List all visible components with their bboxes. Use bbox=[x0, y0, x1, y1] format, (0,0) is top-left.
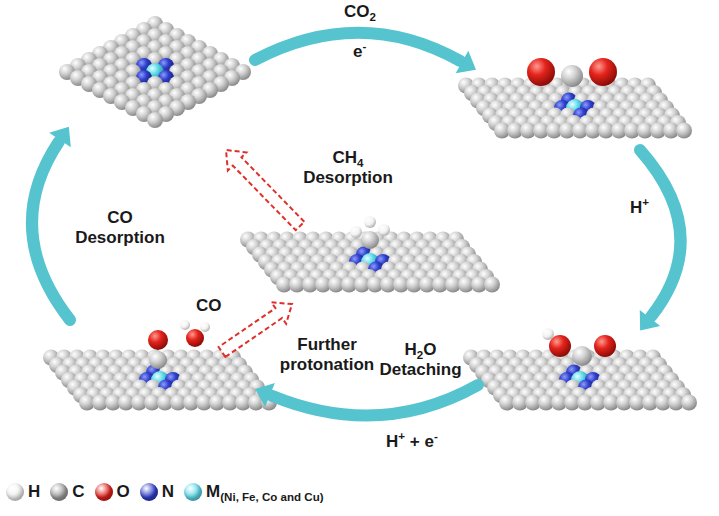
step-label: CH4 Desorption bbox=[298, 148, 398, 187]
arrow-head bbox=[49, 127, 71, 148]
legend-text: C bbox=[72, 482, 84, 502]
legend-text: H bbox=[28, 482, 40, 502]
legend-item: O bbox=[95, 482, 130, 502]
step-label: Further protonation bbox=[272, 335, 382, 374]
step-label: H+ + e- bbox=[386, 432, 438, 452]
legend-text: M(Ni, Fe, Co and Cu) bbox=[206, 482, 323, 502]
dashed-arrow bbox=[226, 150, 304, 230]
cycle-arrow bbox=[640, 150, 681, 316]
legend-swatch bbox=[140, 483, 158, 501]
atom-sphere bbox=[594, 335, 616, 357]
step-label: H2O Detaching bbox=[373, 340, 468, 379]
legend-swatch bbox=[50, 483, 68, 501]
atom-sphere bbox=[561, 65, 583, 87]
cycle-arrow bbox=[255, 33, 460, 61]
atom-sphere bbox=[484, 277, 500, 293]
atom-sphere bbox=[589, 58, 617, 86]
step-label: e- bbox=[353, 42, 366, 62]
atom-sphere bbox=[542, 328, 554, 340]
atom-sphere bbox=[676, 123, 692, 139]
atom-sphere bbox=[147, 112, 163, 128]
graphene-sheet bbox=[59, 16, 251, 128]
arrow-head bbox=[640, 310, 660, 331]
atom-sphere bbox=[148, 330, 168, 350]
legend-text: N bbox=[162, 482, 174, 502]
atom-sphere bbox=[350, 226, 362, 238]
atom-sphere bbox=[186, 329, 204, 347]
legend-swatch bbox=[95, 483, 113, 501]
atom-sphere bbox=[149, 351, 167, 369]
legend-item: C bbox=[50, 482, 84, 502]
atom-sphere bbox=[364, 216, 376, 228]
cycle-arrows bbox=[32, 33, 681, 416]
step-label: H+ bbox=[630, 198, 649, 218]
atom-sphere bbox=[180, 320, 190, 330]
legend-item: M(Ni, Fe, Co and Cu) bbox=[184, 482, 323, 502]
arrow-head bbox=[456, 51, 476, 74]
arrow-head bbox=[255, 383, 275, 407]
legend-swatch bbox=[6, 483, 24, 501]
step-label: CO Desorption bbox=[70, 208, 170, 247]
atom-sphere bbox=[549, 335, 571, 357]
atom-sphere bbox=[527, 58, 555, 86]
atom-sphere bbox=[361, 231, 379, 249]
graphene-sheet bbox=[458, 58, 692, 139]
legend-swatch bbox=[184, 483, 202, 501]
atom-sphere bbox=[200, 322, 210, 332]
step-label: CO bbox=[196, 296, 222, 316]
graphene-sheet bbox=[240, 216, 500, 293]
cycle-arrow bbox=[32, 142, 70, 320]
dashed-arrow bbox=[219, 302, 292, 357]
legend-item: H bbox=[6, 482, 40, 502]
atom-sphere bbox=[681, 395, 697, 411]
step-label: CO2 bbox=[344, 2, 376, 22]
legend-text: O bbox=[117, 482, 130, 502]
legend-item: N bbox=[140, 482, 174, 502]
atom-sphere bbox=[378, 224, 390, 236]
atom-sphere bbox=[572, 346, 592, 366]
graphene-sheets bbox=[43, 16, 697, 411]
legend: H C O N M(Ni, Fe, Co and Cu) bbox=[6, 482, 334, 502]
cycle-arrow bbox=[272, 385, 478, 415]
graphene-sheet bbox=[463, 328, 697, 411]
